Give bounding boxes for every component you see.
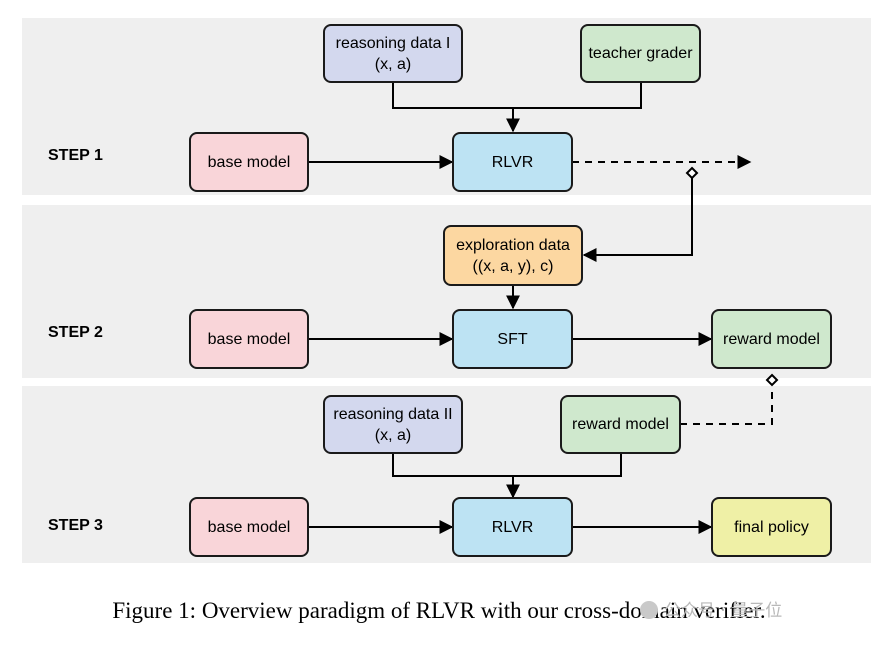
step3-label: STEP 3 (48, 517, 103, 534)
s2-reward-model-label: reward model (723, 330, 820, 348)
exploration-data-box: exploration data ((x, a, y), c) (443, 225, 583, 286)
reasoning-data-i-title: reasoning data I (335, 34, 451, 52)
watermark-text: 公众号 · 量子位 (664, 601, 783, 621)
exploration-data-sub: ((x, a, y), c) (472, 257, 554, 275)
s1-base-model-label: base model (207, 153, 291, 171)
s2-reward-model-box: reward model (711, 309, 832, 369)
final-policy-box: final policy (711, 497, 832, 557)
reasoning-data-i-sub: (x, a) (374, 55, 412, 73)
s3-merge-line (392, 453, 622, 477)
teacher-grader-box: teacher grader (580, 24, 701, 83)
s3-base-model-label: base model (207, 518, 291, 536)
s3-base-model-box: base model (189, 497, 309, 557)
s3-reward-model-box: reward model (560, 395, 681, 454)
exploration-data-title: exploration data (456, 236, 570, 254)
step2-label: STEP 2 (48, 324, 103, 341)
sft-label: SFT (497, 330, 528, 348)
step1-label: STEP 1 (48, 147, 103, 164)
s2-base-model-box: base model (189, 309, 309, 369)
s3-reward-model-label: reward model (572, 416, 669, 433)
s2-base-model-label: base model (207, 330, 291, 348)
s3-diamond-marker (765, 373, 779, 387)
s1-rlvr-box: RLVR (452, 132, 573, 192)
sft-box: SFT (452, 309, 573, 369)
reasoning-data-ii-box: reasoning data II (x, a) (323, 395, 463, 454)
reasoning-data-i-box: reasoning data I (x, a) (323, 24, 463, 83)
s3-rlvr-label: RLVR (491, 518, 534, 536)
s3-rlvr-box: RLVR (452, 497, 573, 557)
final-policy-label: final policy (734, 518, 809, 536)
s1-to-exploration (582, 177, 693, 262)
reasoning-data-ii-title: reasoning data II (333, 405, 453, 423)
wechat-logo-icon (640, 601, 658, 619)
reasoning-data-ii-sub: (x, a) (374, 426, 412, 444)
watermark: 公众号 · 量子位 (640, 596, 782, 621)
teacher-grader-label: teacher grader (588, 45, 693, 62)
s1-diamond-marker (685, 166, 699, 180)
s3-dashed-reward-link (680, 388, 773, 425)
s1-rlvr-label: RLVR (491, 153, 534, 171)
s1-base-model-box: base model (189, 132, 309, 192)
s1-merge-line (392, 82, 642, 109)
